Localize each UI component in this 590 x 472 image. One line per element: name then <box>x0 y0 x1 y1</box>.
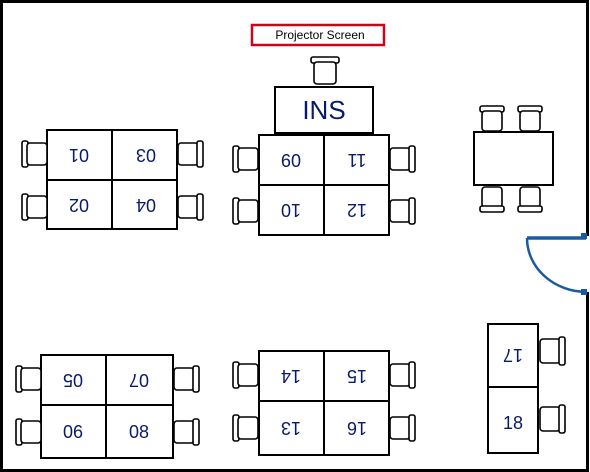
chair <box>177 193 204 221</box>
desk-15 <box>323 350 390 402</box>
seat-11-label: 11 <box>348 150 367 170</box>
chair <box>232 145 259 173</box>
desk-group-a: 01 02 03 04 <box>21 129 204 230</box>
chair <box>539 336 566 366</box>
chair <box>232 361 259 389</box>
seat-09-label: 09 <box>281 150 301 170</box>
desk-17 <box>487 323 539 388</box>
desk-group-e: 17 18 <box>487 323 566 454</box>
desk-16 <box>323 400 390 456</box>
seat-07-label: 07 <box>129 370 149 390</box>
chair <box>389 414 416 442</box>
chair <box>479 105 505 132</box>
side-table <box>473 105 554 213</box>
desk-group-b: 09 10 11 12 <box>232 134 416 236</box>
chair <box>15 418 42 446</box>
seat-04-label: 04 <box>136 195 156 215</box>
seat-12-label: 12 <box>347 200 367 220</box>
chair <box>173 365 200 393</box>
seat-16-label: 16 <box>347 418 367 438</box>
chair <box>517 105 543 132</box>
chair <box>232 197 259 225</box>
seat-18-label: 18 <box>503 413 523 433</box>
instructor-desk: INS <box>274 86 374 134</box>
seat-17-label: 17 <box>503 345 523 365</box>
desk-12 <box>323 184 390 236</box>
projector-screen-label: Projector Screen <box>275 28 364 42</box>
desk-01 <box>46 129 113 181</box>
desk-13 <box>258 400 325 456</box>
seat-02-label: 02 <box>69 195 89 215</box>
chair <box>177 140 204 168</box>
desk-group-d: 13 14 15 16 <box>232 350 416 456</box>
seat-15-label: 15 <box>347 366 367 386</box>
door-opening <box>584 236 590 292</box>
seat-10-label: 10 <box>281 200 301 220</box>
chair <box>21 140 48 168</box>
chair <box>21 193 48 221</box>
chair <box>232 414 259 442</box>
desk-10 <box>258 184 325 236</box>
desk-14 <box>258 350 325 402</box>
seat-14-label: 14 <box>281 366 301 386</box>
chair <box>479 186 505 213</box>
seat-13-label: 13 <box>281 418 301 438</box>
seat-05-label: 05 <box>63 370 83 390</box>
desk-09 <box>258 134 325 186</box>
desk-07 <box>105 354 174 406</box>
door <box>525 233 587 295</box>
projector-screen: Projector Screen <box>250 23 386 47</box>
desk-group-c: 05 06 07 08 <box>15 354 200 459</box>
desk-08 <box>105 404 174 459</box>
chair <box>15 365 42 393</box>
chair <box>173 418 200 446</box>
instructor-chair <box>310 56 340 85</box>
seat-08-label: 08 <box>129 422 149 442</box>
instructor-label: INS <box>302 95 345 125</box>
chair <box>389 145 416 173</box>
seat-06-label: 06 <box>63 422 83 442</box>
chair <box>389 361 416 389</box>
desk-18 <box>487 386 539 454</box>
seat-01-label: 01 <box>69 145 89 165</box>
desk-04 <box>111 179 178 230</box>
chair <box>517 186 543 213</box>
chair <box>539 404 566 434</box>
seat-03-label: 03 <box>136 145 156 165</box>
chair <box>389 197 416 225</box>
